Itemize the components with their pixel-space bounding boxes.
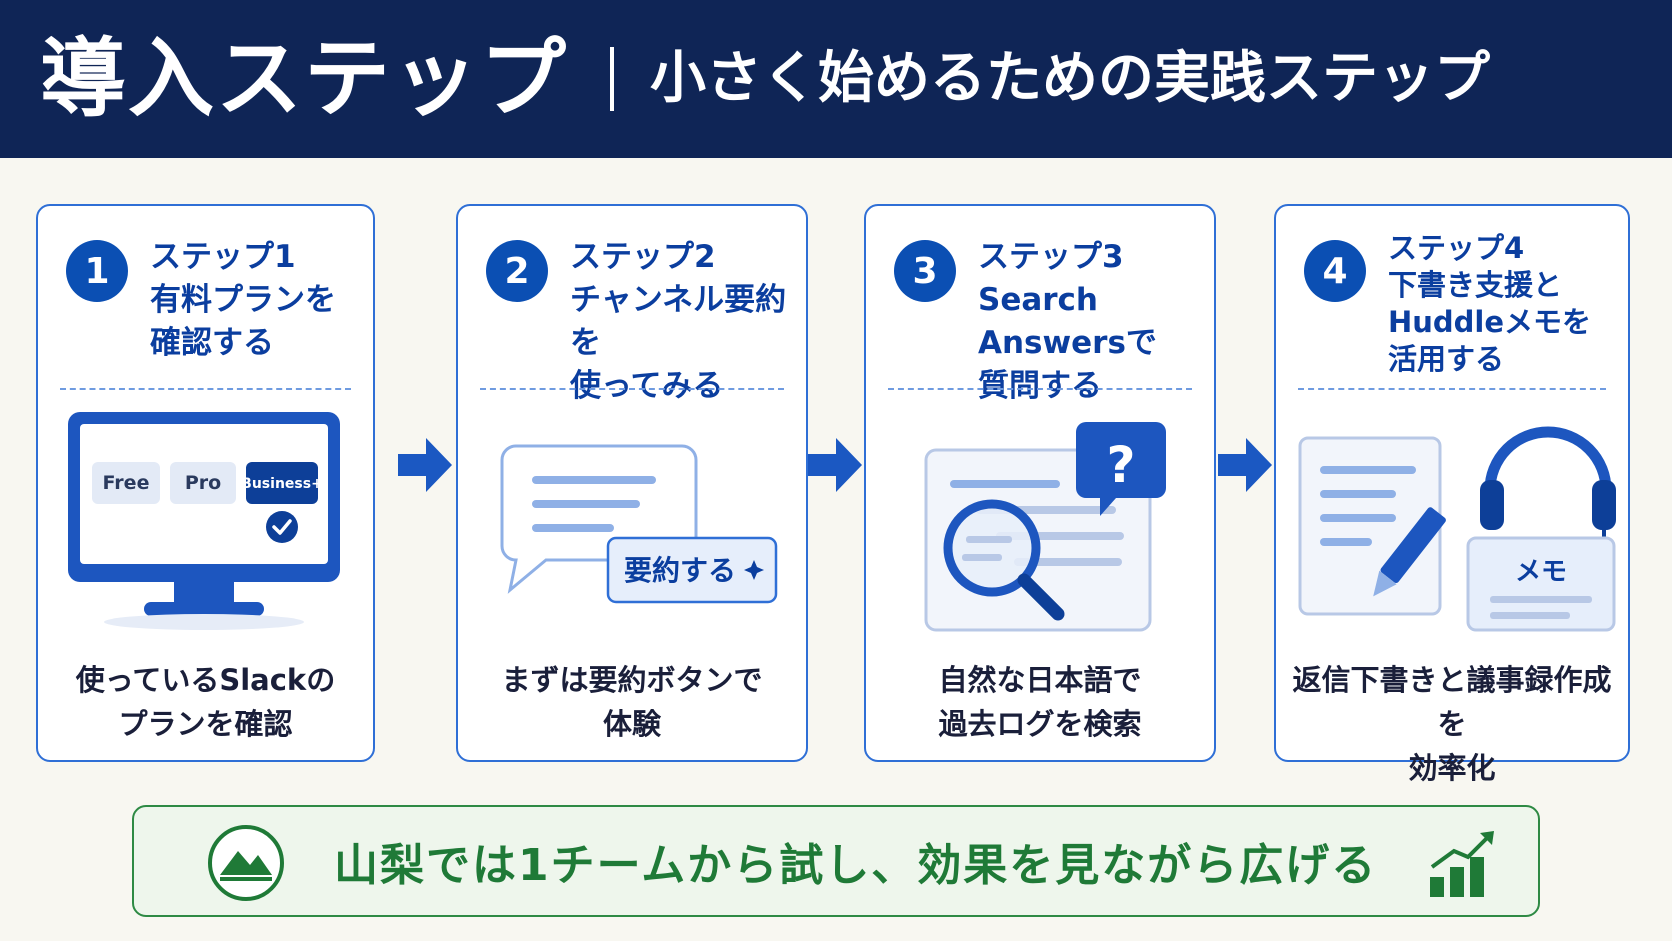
search-document-icon: ? [924, 422, 1166, 632]
step-description: まずは要約ボタンで 体験 [501, 663, 763, 741]
monitor-illustration: Free Pro Business+ [38, 406, 373, 646]
step-number-badge: 4 [1304, 240, 1366, 302]
step-card-header: 2 ステップ2 チャンネル要約を 使ってみる [458, 206, 806, 404]
plan-free: Free [103, 472, 150, 494]
mountain-icon [208, 825, 284, 901]
growth-chart-icon [1430, 831, 1494, 897]
headphones-memo-illustration: メモ [1276, 406, 1628, 646]
step-card-1: 1 ステップ1 有料プランを 確認する Free Pro Business+ 使… [36, 204, 375, 762]
question-mark: ? [1106, 436, 1135, 494]
page-title: 導入ステップ [40, 29, 568, 129]
step-title: ステップ1 有料プランを 確認する [150, 239, 336, 361]
check-icon [266, 511, 298, 543]
chat-illustration: 要約する [458, 406, 806, 646]
step-card-4: 4 ステップ4 下書き支援と Huddleメモを 活用する メモ 返信下書きと議… [1274, 204, 1630, 785]
chat-bubble-icon: 要約する [500, 444, 778, 604]
header-separator [610, 47, 614, 111]
step-card-header: 4 ステップ4 下書き支援と Huddleメモを 活用する [1276, 206, 1628, 390]
question-bubble-icon [1076, 422, 1166, 516]
dashed-divider [1298, 388, 1606, 390]
sparkle-icon [744, 560, 764, 580]
arrow-right-icon [1218, 438, 1272, 492]
arrow-right-icon [808, 438, 862, 492]
step-number-badge: 2 [486, 240, 548, 302]
dashed-divider [60, 388, 351, 390]
step-card-3: 3 ステップ3 Search Answersで 質問する ? 自然な日本語で 過… [864, 204, 1216, 762]
step-number-badge: 3 [894, 240, 956, 302]
step-card-header: 1 ステップ1 有料プランを 確認する [38, 206, 373, 390]
summarize-button-label: 要約する [624, 554, 736, 587]
step-card-header: 3 ステップ3 Search Answersで 質問する [866, 206, 1214, 404]
headphones-memo-icon: メモ [1298, 426, 1616, 632]
banner-text: 山梨では1チームから試し、効果を見ながら広げる [334, 840, 1378, 891]
monitor-icon: Free Pro Business+ [68, 412, 340, 630]
plan-pro: Pro [185, 472, 221, 494]
headphones-icon [1484, 426, 1612, 491]
step-number-badge: 1 [66, 240, 128, 302]
step-title: ステップ2 チャンネル要約を 使ってみる [570, 239, 787, 404]
step-description: 使っているSlackの プランを確認 [75, 663, 336, 741]
memo-label: メモ [1515, 557, 1567, 587]
summary-banner: 山梨では1チームから試し、効果を見ながら広げる [132, 805, 1540, 917]
header-bar: 導入ステップ 小さく始めるための実践ステップ [0, 0, 1672, 158]
plan-business-plus: Business+ [241, 476, 323, 492]
dashed-divider [480, 388, 784, 390]
step-title: ステップ4 下書き支援と Huddleメモを 活用する [1388, 231, 1592, 376]
step-title: ステップ3 Search Answersで 質問する [978, 239, 1157, 404]
step-description: 返信下書きと議事録作成を 効率化 [1292, 663, 1612, 785]
search-illustration: ? [866, 406, 1214, 646]
step-card-2: 2 ステップ2 チャンネル要約を 使ってみる 要約する まずは要約ボタンで 体験 [456, 204, 808, 762]
magnifier-icon [943, 499, 1041, 597]
dashed-divider [888, 388, 1192, 390]
arrow-right-icon [398, 438, 452, 492]
step-description: 自然な日本語で 過去ログを検索 [938, 663, 1142, 741]
page-subtitle: 小さく始めるための実践ステップ [650, 46, 1490, 111]
pencil-icon [1373, 507, 1446, 597]
